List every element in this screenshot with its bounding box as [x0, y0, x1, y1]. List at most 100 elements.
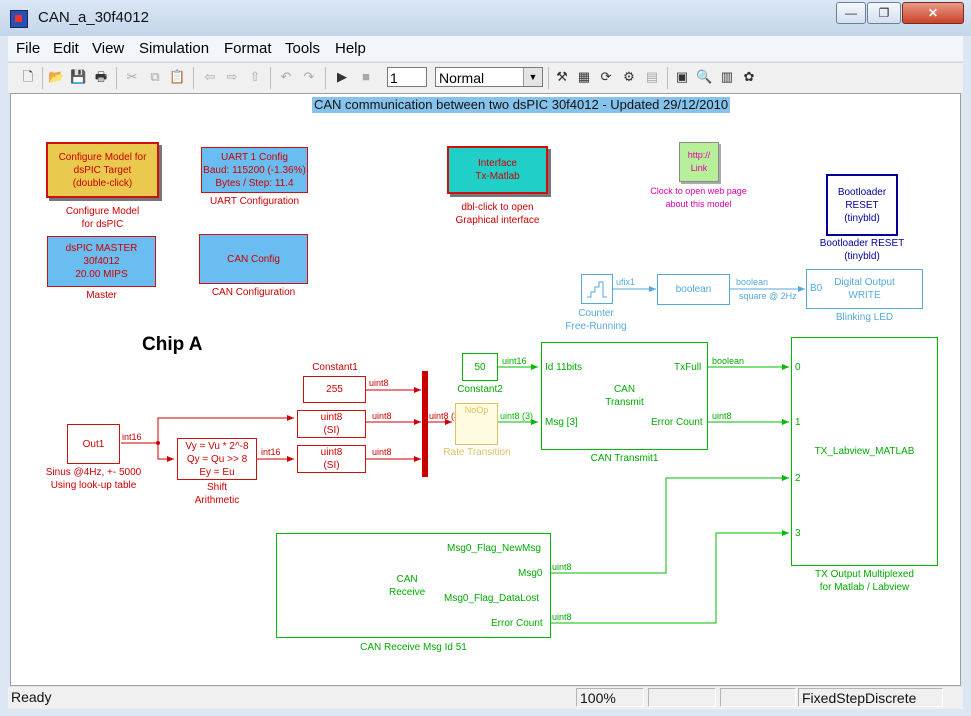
branch-point — [156, 441, 160, 445]
signal-rate-transition: uint8 (3) — [500, 411, 534, 421]
toolbar-separator — [193, 67, 194, 89]
can-transmit-port-txfull: TxFull — [674, 362, 702, 373]
menu-simulation[interactable]: Simulation — [139, 40, 210, 57]
constant2-block[interactable]: 50 — [462, 353, 498, 381]
model-advisor-icon[interactable]: ⚙ — [623, 69, 635, 84]
maximize-button[interactable]: ❐ — [867, 2, 901, 24]
menu-help[interactable]: Help — [335, 40, 366, 57]
wire-sinus-shift — [157, 443, 174, 462]
status-bar: Ready 100% FixedStepDiscrete — [8, 687, 963, 709]
status-text: Ready — [11, 689, 52, 705]
uart-config-block[interactable]: UART 1 Config Baud: 115200 (-1.36%) Byte… — [201, 147, 308, 193]
digital-output-port: B0 — [810, 283, 823, 294]
debugger-icon[interactable]: ▥ — [720, 69, 734, 84]
paste-icon[interactable]: 📋 — [169, 69, 186, 84]
interface-block[interactable]: Interface Tx-Matlab — [447, 146, 548, 194]
signal-square: square @ 2Hz — [739, 291, 797, 301]
signal-constant1: uint8 — [369, 378, 389, 388]
solver-type: FixedStepDiscrete — [798, 688, 943, 707]
menu-view[interactable]: View — [92, 40, 125, 57]
wire-sinus-conv — [121, 415, 294, 444]
menu-file[interactable]: File — [16, 40, 41, 57]
web-link-label: Clock to open web page about this model — [650, 186, 747, 209]
title-bar: CAN_a_30f4012 — ❐ ✕ — [0, 0, 971, 36]
signal-shift-int16: int16 — [261, 447, 281, 457]
print-icon[interactable]: 🖶 — [94, 69, 108, 84]
signal-conv-b: uint8 — [372, 447, 392, 457]
copy-icon[interactable]: ⧉ — [150, 69, 160, 84]
uint8-conversion-a-block[interactable]: uint8 (SI) — [297, 410, 366, 438]
counter-label: Counter Free-Running — [565, 308, 627, 332]
stop-time-input[interactable]: 1 — [387, 67, 427, 87]
tx-labview-block[interactable]: TX_Labview_MATLAB — [791, 337, 938, 566]
grid-icon[interactable]: ▤ — [645, 69, 659, 84]
constant1-block[interactable]: 255 — [303, 376, 366, 403]
digital-output-block[interactable]: Digital Output WRITE — [806, 269, 923, 309]
menu-tools[interactable]: Tools — [285, 40, 321, 57]
save-icon[interactable]: 💾 — [70, 69, 87, 84]
model-explorer-icon[interactable]: 🔍 — [696, 69, 713, 84]
undo-icon[interactable]: ↶ — [280, 69, 292, 84]
configure-model-block[interactable]: Configure Model for dsPIC Target (double… — [46, 142, 159, 198]
uart-config-label: UART Configuration — [209, 196, 300, 207]
build-icon[interactable]: ⚒ — [556, 69, 568, 84]
boolean-conversion-block[interactable]: boolean — [657, 274, 730, 305]
can-transmit-label: CAN Transmit1 — [590, 453, 659, 464]
menu-format[interactable]: Format — [224, 40, 272, 57]
stop-simulation-icon[interactable]: ■ — [362, 69, 370, 84]
model-title-annotation[interactable]: CAN communication between two dsPIC 30f4… — [312, 97, 731, 113]
chip-label: Chip A — [142, 334, 203, 355]
chevron-down-icon[interactable]: ▼ — [523, 68, 542, 86]
cut-icon[interactable]: ✂ — [126, 69, 138, 84]
menu-edit[interactable]: Edit — [53, 40, 79, 57]
update-diagram-icon[interactable]: ▦ — [577, 69, 591, 84]
signal-ufix1: ufix1 — [616, 277, 636, 287]
can-transmit-port-id: Id 11bits — [545, 362, 583, 373]
mux-block[interactable] — [422, 371, 428, 477]
staircase-icon — [587, 281, 607, 298]
new-model-icon[interactable]: 🗋 — [22, 69, 34, 84]
menu-bar: File Edit View Simulation Format Tools H… — [8, 36, 963, 61]
signal-mux: uint8 (3) — [429, 411, 463, 421]
digital-output-label: Blinking LED — [835, 312, 894, 323]
refresh-icon[interactable]: ⟳ — [600, 69, 612, 84]
tx-labview-port-0: 0 — [795, 362, 801, 373]
can-receive-port-newmsg: Msg0_Flag_NewMsg — [447, 543, 541, 554]
tx-labview-port-1: 1 — [795, 417, 801, 428]
can-config-label: CAN Configuration — [211, 287, 296, 298]
open-folder-icon[interactable]: 📂 — [48, 69, 65, 84]
rate-transition-block[interactable]: NoOp — [455, 403, 498, 445]
can-transmit-port-errorcount: Error Count — [651, 417, 703, 428]
close-button[interactable]: ✕ — [902, 2, 964, 24]
shift-arithmetic-block[interactable]: Vy = Vu * 2^-8 Qy = Qu >> 8 Ey = Eu — [177, 438, 257, 480]
signal-uint16: uint16 — [502, 356, 527, 366]
sinus-block[interactable]: Out1 — [67, 424, 120, 464]
toolbar-separator — [116, 67, 117, 89]
start-simulation-icon[interactable]: ▶ — [337, 69, 347, 84]
signal-uint8-msg0: uint8 — [552, 562, 572, 572]
minimize-button[interactable]: — — [836, 2, 866, 24]
forward-arrow-icon[interactable]: ⇨ — [226, 69, 238, 84]
web-link-block[interactable]: http:// Link — [679, 142, 719, 182]
uint8-conversion-b-block[interactable]: uint8 (SI) — [297, 445, 366, 473]
back-arrow-icon[interactable]: ⇦ — [204, 69, 216, 84]
dspic-master-label: Master — [86, 290, 117, 301]
bootloader-block[interactable]: Bootloader RESET (tinybld) — [826, 174, 898, 236]
signal-lines — [121, 286, 805, 624]
can-config-block[interactable]: CAN Config — [199, 234, 308, 284]
library-browser-icon[interactable]: ▣ — [675, 69, 689, 84]
model-canvas[interactable]: CAN communication between two dsPIC 30f4… — [10, 93, 961, 686]
dspic-master-block[interactable]: dsPIC MASTER 30f4012 20.00 MIPS — [47, 236, 156, 287]
zoom-level: 100% — [576, 688, 644, 707]
bootloader-label: Bootloader RESET (tinybld) — [819, 238, 905, 262]
simulation-mode-select[interactable]: Normal ▼ — [435, 67, 543, 87]
counter-block[interactable] — [581, 274, 613, 304]
up-arrow-icon[interactable]: ⇧ — [249, 69, 261, 84]
can-receive-block[interactable]: CAN Receive — [276, 533, 551, 638]
toolbar-separator — [667, 67, 668, 89]
redo-icon[interactable]: ↷ — [303, 69, 315, 84]
shift-arithmetic-label: Shift Arithmetic — [194, 482, 240, 506]
can-transmit-block[interactable]: CAN Transmit — [541, 342, 708, 450]
wire-rx-errorcount — [551, 530, 789, 624]
configuration-icon[interactable]: ✿ — [743, 69, 755, 84]
